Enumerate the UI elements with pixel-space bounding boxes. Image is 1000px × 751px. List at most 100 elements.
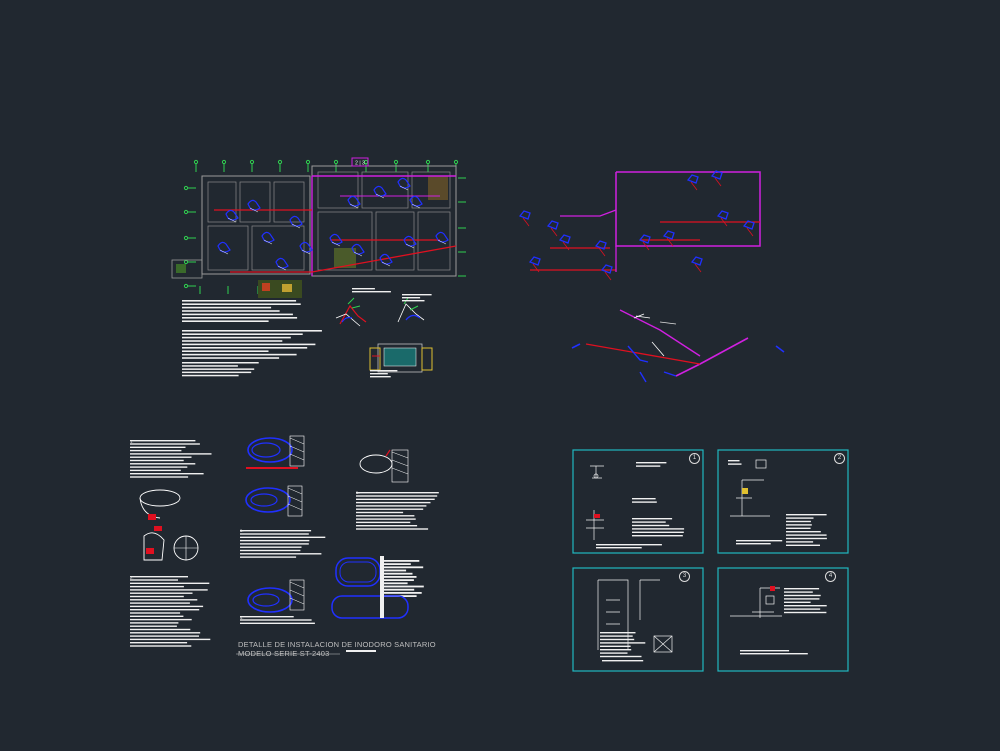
fixture-lead — [375, 193, 385, 199]
fixture-symbol — [373, 185, 387, 197]
sheet-note-line — [600, 649, 632, 651]
iso-branch — [522, 217, 530, 227]
courtyard-hatch — [428, 176, 448, 200]
detail-note-line — [370, 370, 398, 372]
iso-branch — [562, 241, 570, 251]
sheet-note-line — [632, 498, 656, 500]
step-note-line — [384, 582, 408, 585]
fixture-lead — [277, 265, 287, 271]
detail-note-line — [352, 291, 391, 293]
fixture-symbol — [275, 257, 289, 269]
note-line — [182, 365, 238, 367]
iso-fixture — [558, 234, 571, 244]
fixture-lead — [227, 217, 237, 223]
sheet-note-line — [786, 537, 827, 540]
step-note-line — [384, 579, 414, 581]
sheet-frame-3 — [572, 567, 704, 672]
fixture-symbol — [289, 215, 303, 227]
fixture-lead — [353, 251, 363, 257]
iso-fixture — [690, 256, 703, 266]
iso-branch — [690, 181, 698, 191]
note-line — [182, 368, 255, 370]
grid-bubble — [453, 159, 459, 165]
fixture-symbol — [347, 195, 361, 207]
step-4-number: 4. — [240, 615, 244, 620]
step-note-line — [384, 588, 415, 591]
step-note-line — [240, 549, 301, 552]
note-line — [182, 374, 239, 377]
sheet-note-line — [786, 531, 821, 533]
step-note-line — [356, 498, 435, 500]
sheet-note-line — [784, 591, 813, 593]
fixture-symbol — [403, 235, 417, 247]
step-note-line — [130, 579, 178, 581]
step-note-line — [130, 473, 204, 475]
sheet-note-line — [636, 462, 667, 464]
grid-markers — [183, 159, 466, 294]
fixture-symbol — [261, 231, 275, 243]
title-block-mark — [346, 650, 376, 652]
step-note-line — [130, 622, 179, 624]
step-note-line — [356, 518, 416, 520]
step-note-line — [384, 576, 417, 578]
iso-fixture — [528, 256, 541, 266]
note-line — [182, 336, 291, 339]
floor-plan: 2 | 3 — [171, 157, 466, 298]
iso-fixture — [716, 210, 729, 220]
toilet-side-view — [245, 485, 303, 517]
note-line — [182, 300, 297, 302]
fixture-lead — [249, 207, 259, 213]
note-line — [182, 310, 280, 312]
fixture-lead — [291, 223, 301, 229]
step-note-line — [240, 539, 310, 542]
sheet-note-line — [600, 655, 642, 658]
sheet-note-line — [602, 660, 644, 662]
step-3-number: 3. — [240, 528, 244, 533]
left-wing-walls — [201, 175, 311, 275]
step-note-line — [384, 563, 411, 565]
note-line — [182, 350, 269, 352]
sheet-note-line — [784, 608, 821, 610]
fixture-lead — [405, 243, 415, 249]
toilet-wall-sketch — [359, 449, 409, 483]
iso-branch — [746, 227, 754, 237]
toilet-plan-view — [331, 556, 409, 619]
sheet-note-line — [784, 605, 827, 607]
sheet-note-line — [784, 588, 820, 590]
note-line — [182, 340, 283, 342]
sheet-note-line — [632, 518, 673, 520]
step-note-line — [356, 492, 439, 494]
step-note-line — [240, 533, 309, 535]
step-note-line — [356, 525, 418, 527]
fixture-symbol — [379, 253, 393, 265]
fixture-symbol — [409, 195, 423, 207]
step-note-line — [130, 625, 177, 627]
note-line — [182, 347, 308, 349]
step-note-line — [130, 592, 193, 594]
step-note-line — [356, 511, 404, 514]
iso-branch — [642, 241, 650, 251]
fixture-symbol — [217, 241, 231, 253]
step-note-line — [130, 443, 200, 445]
fixture-symbol — [351, 243, 365, 255]
iso-fixture — [686, 174, 699, 184]
fixture-symbol — [435, 231, 449, 243]
step-note-line — [240, 619, 312, 621]
sheet-note-line — [740, 650, 790, 652]
grid-bubble — [183, 235, 189, 241]
sheet-frame-2 — [717, 449, 849, 554]
step-note-line — [356, 521, 411, 524]
grid-bubble — [305, 159, 311, 165]
sheet-note-line — [784, 611, 827, 614]
grid-bubble — [277, 159, 283, 165]
iso-fixture — [546, 220, 559, 230]
note-line — [182, 357, 280, 359]
sheet-note-line — [784, 598, 820, 600]
sheet-note-line — [636, 465, 661, 467]
step-note-line — [130, 456, 192, 458]
sheet-note-line — [736, 540, 783, 542]
note-line — [182, 343, 316, 346]
isometric-riser-diagram — [518, 170, 761, 281]
sheet-note-line — [596, 547, 642, 549]
grid-bubble — [425, 159, 431, 165]
